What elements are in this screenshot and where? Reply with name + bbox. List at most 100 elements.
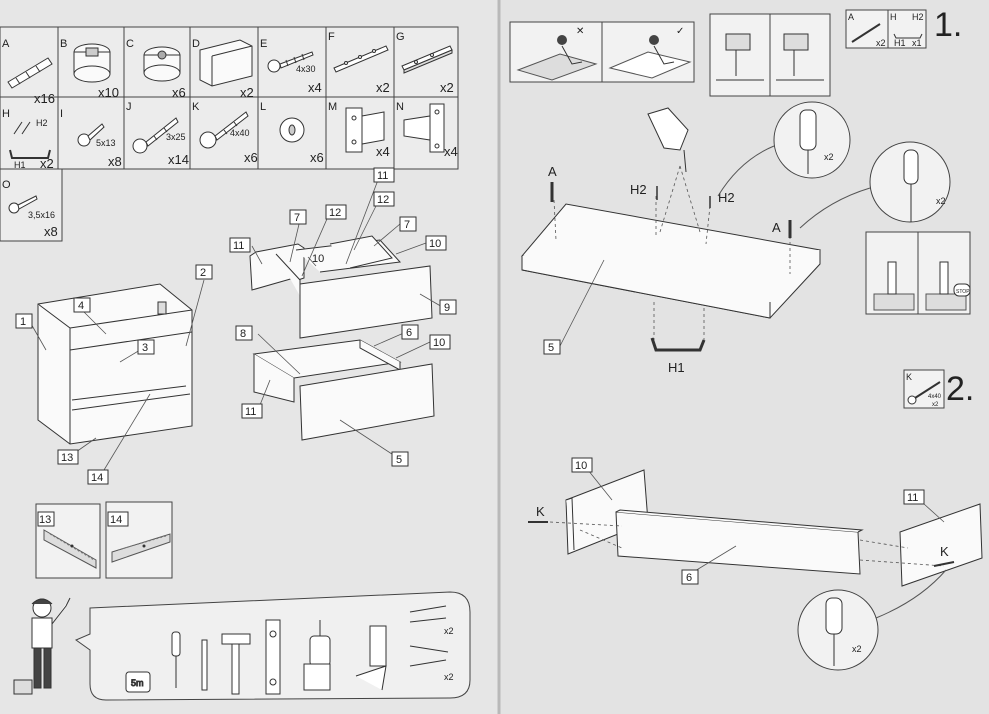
- label-10: 10: [433, 337, 445, 349]
- part-qty: x8: [108, 154, 122, 169]
- label-5: 5: [396, 454, 402, 466]
- part-cell-g: G x2: [396, 31, 454, 95]
- part-cell-o: O 3,5x16 x8: [2, 179, 58, 239]
- svg-text:x2: x2: [876, 38, 886, 48]
- part-qty: x6: [244, 150, 258, 165]
- callout-k: K: [536, 504, 545, 519]
- part-qty: x2: [376, 80, 390, 95]
- part-letter: A: [2, 38, 10, 50]
- part-qty: x4: [444, 144, 458, 159]
- stop-sign-label: STOP: [956, 289, 970, 295]
- part-qty: x16: [34, 91, 55, 106]
- callout-h2: H2: [718, 190, 735, 205]
- part-dim: 4x40: [230, 128, 250, 138]
- bits-qty: x2: [444, 626, 454, 636]
- label-2: 2: [200, 267, 206, 279]
- label-7: 7: [294, 212, 300, 224]
- part-cell-a: A x16: [2, 38, 55, 106]
- right-page: [500, 0, 989, 714]
- label-11: 11: [245, 406, 256, 418]
- label-9: 9: [444, 302, 450, 314]
- part-letter: B: [60, 38, 67, 50]
- step2-dashes: [549, 521, 945, 567]
- part-sub-label: H2: [36, 118, 48, 128]
- part-cell-c: C x6: [126, 38, 186, 100]
- label-10: 10: [312, 253, 324, 265]
- part-sub-label: H1: [14, 160, 26, 170]
- drill-icon: [303, 620, 331, 691]
- detail-label: 13: [39, 514, 51, 526]
- part-cell-m: M x4: [328, 101, 390, 159]
- step1-parts-box: A x2 H H2 H1 x1: [845, 9, 927, 49]
- part-cell-h: H H2 H1 x2: [2, 108, 54, 171]
- label-11: 11: [377, 170, 388, 182]
- label-11: 11: [907, 492, 918, 504]
- part-cell-f: F x2: [328, 31, 390, 95]
- step2-parts-box: K 4x40 x2: [903, 369, 945, 409]
- label-10: 10: [429, 238, 441, 250]
- svg-text:4x40: 4x40: [928, 394, 942, 400]
- callout-a: A: [548, 164, 557, 179]
- part-letter: M: [328, 101, 337, 113]
- handle-h1: [650, 337, 706, 352]
- zoom-screwdriver-3: x2: [797, 569, 947, 671]
- label-14: 14: [91, 472, 103, 484]
- step-number-1: 1.: [934, 6, 962, 44]
- panel-11: [899, 503, 983, 587]
- part-letter: O: [2, 179, 11, 191]
- part-qty: x2: [240, 85, 254, 100]
- drawer-lower: [252, 339, 435, 441]
- step-number-2: 2.: [946, 370, 974, 408]
- part-cell-d: D x2: [192, 38, 254, 100]
- floor-warning-panel: ✕ ✓: [509, 21, 695, 83]
- callout-h2: H2: [630, 182, 647, 197]
- label-1: 1: [20, 316, 26, 328]
- part-cell-k: K 4x40 x6: [192, 101, 258, 165]
- part-dim: 4x30: [296, 64, 316, 74]
- wrong-mark: ✕: [576, 26, 584, 37]
- part-cell-e: E 4x30 x4: [260, 38, 322, 95]
- svg-text:H1: H1: [894, 38, 906, 48]
- detail-box-13: 13: [35, 503, 101, 579]
- screwdriver-icon: [171, 631, 181, 688]
- part-letter: H: [2, 108, 10, 120]
- part-cell-n: N x4: [396, 101, 458, 159]
- part-dim: 3,5x16: [28, 210, 55, 220]
- svg-text:x1: x1: [912, 38, 922, 48]
- hammer-icon: [221, 633, 251, 695]
- zoom-screwdriver-2: x2: [799, 141, 951, 229]
- board-5: [521, 203, 822, 319]
- svg-text:x2: x2: [932, 402, 939, 408]
- detail-box-14: 14: [105, 501, 173, 579]
- part-cell-j: J 3x25 x14: [126, 101, 189, 167]
- zoom-qty: x2: [852, 644, 862, 654]
- part-qty: x2: [440, 80, 454, 95]
- label-12: 12: [377, 194, 389, 206]
- part-letter: K: [192, 101, 200, 113]
- drawer-upper: [249, 235, 433, 339]
- level-icon: [265, 619, 281, 695]
- person-figure: [13, 597, 71, 695]
- panel-6: [615, 509, 864, 575]
- callout-a: A: [772, 220, 781, 235]
- part-letter: L: [260, 101, 266, 113]
- part-letter: G: [396, 31, 405, 43]
- label-12: 12: [329, 207, 341, 219]
- callout-h1: H1: [668, 360, 685, 375]
- zoom-qty: x2: [936, 196, 946, 206]
- part-qty: x2: [40, 156, 54, 171]
- label-13: 13: [61, 452, 73, 464]
- zoom-qty: x2: [824, 152, 834, 162]
- part-cell-l: L x6: [260, 101, 324, 165]
- bits-qty: x2: [444, 672, 454, 682]
- part-dim: 5x13: [96, 138, 116, 148]
- svg-text:K: K: [906, 372, 912, 382]
- dowel-warning-panel: STOP: [865, 231, 971, 315]
- caulk-gun-icon: [355, 625, 387, 691]
- right-mark: ✓: [676, 26, 684, 37]
- drill-warning-panel: [709, 13, 831, 97]
- drill-bits-icon: [409, 605, 449, 667]
- part-qty: x4: [308, 80, 322, 95]
- label-7: 7: [404, 219, 410, 231]
